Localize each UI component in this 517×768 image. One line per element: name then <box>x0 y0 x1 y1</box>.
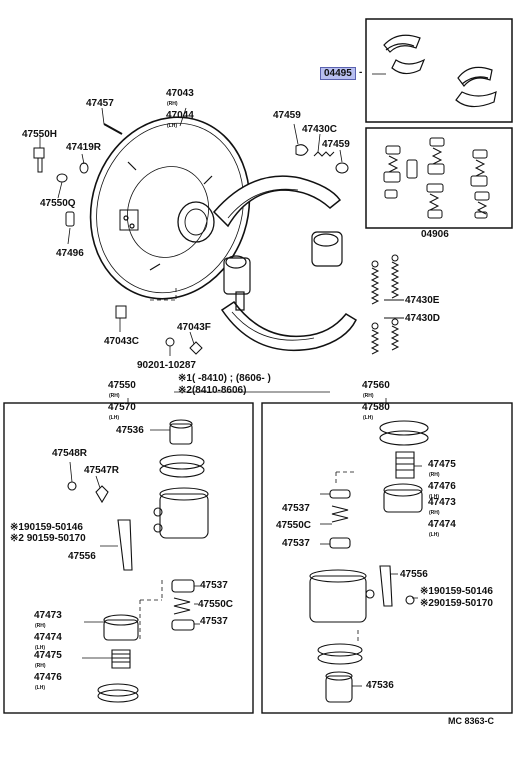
part-47556-b[interactable]: 47556 <box>400 569 428 580</box>
part-90201-10287[interactable]: 90201-10287 <box>137 360 196 371</box>
part-47560-47580[interactable]: 47560 (RH) 47580 (LH) <box>362 380 390 424</box>
part-47473-text: 47473 <box>34 610 62 621</box>
part-47473-47474-b[interactable]: 47473 (RH) 47474 (LH) <box>428 497 456 541</box>
part-47550-text: 47550 <box>108 380 136 391</box>
part-47537-d[interactable]: 47537 <box>282 538 310 549</box>
part-90159-50170-a[interactable]: ※2 90159-50170 <box>10 533 86 544</box>
part-90159-50170-b[interactable]: ※290159-50170 <box>420 598 493 609</box>
part-90159-50146-a[interactable]: ※190159-50146 <box>10 522 83 533</box>
part-47475-47476-b[interactable]: 47475 (RH) 47476 (LH) <box>428 459 456 503</box>
note-1: ※1( -8410) ; (8606- ) <box>178 373 271 384</box>
part-47537-c[interactable]: 47537 <box>282 503 310 514</box>
part-47550C-b[interactable]: 47550C <box>276 520 312 531</box>
rh-tag: (RH) <box>167 101 178 107</box>
part-47536-a[interactable]: 47536 <box>116 425 144 436</box>
part-47459-b[interactable]: 47459 <box>322 139 350 150</box>
part-47536-b[interactable]: 47536 <box>366 680 394 691</box>
rh-tag: (RH) <box>35 663 46 669</box>
part-47043-47044[interactable]: 47043 (RH) 47044 (LH) <box>166 88 194 132</box>
upper-small-parts <box>33 123 349 355</box>
part-47473-text: 47473 <box>428 497 456 508</box>
part-47473-47474-a[interactable]: 47473 (RH) 47474 (LH) <box>34 610 62 654</box>
left-cylinder-box <box>3 402 254 714</box>
diagram-code: MC 8363-C <box>448 716 495 726</box>
part-47430E[interactable]: 47430E <box>405 295 440 306</box>
lh-tag: (LH) <box>35 645 45 651</box>
part-47475-47476-a[interactable]: 47475 (RH) 47476 (LH) <box>34 650 62 694</box>
right-cylinder-box <box>261 402 513 714</box>
part-47550Q[interactable]: 47550Q <box>40 198 76 209</box>
part-47570-text: 47570 <box>108 402 136 413</box>
part-47580-text: 47580 <box>362 402 390 413</box>
shoe-kit-dash: - <box>359 67 363 78</box>
left-cylinder-parts <box>67 419 209 703</box>
shoe-kit-box <box>365 18 513 123</box>
right-cylinder-parts <box>309 420 429 703</box>
cup-kit-label[interactable]: 04906 <box>421 229 449 240</box>
left-leaders <box>69 429 200 659</box>
lh-tag: (LH) <box>109 415 119 421</box>
part-47476-text: 47476 <box>428 481 456 492</box>
part-47475-text: 47475 <box>428 459 456 470</box>
return-springs <box>370 254 404 355</box>
part-47043F[interactable]: 47043F <box>177 322 211 333</box>
part-47547R[interactable]: 47547R <box>84 465 120 476</box>
part-47459-a[interactable]: 47459 <box>273 110 301 121</box>
lh-tag: (LH) <box>429 494 439 500</box>
lh-tag: (LH) <box>35 685 45 691</box>
lh-tag: (LH) <box>363 415 373 421</box>
part-47044-text: 47044 <box>166 110 194 121</box>
rh-tag: (RH) <box>109 393 120 399</box>
rh-tag: (RH) <box>363 393 374 399</box>
part-47474-text: 47474 <box>34 632 62 643</box>
part-47550C-a[interactable]: 47550C <box>198 599 234 610</box>
part-47496[interactable]: 47496 <box>56 248 84 259</box>
part-47043-text: 47043 <box>166 88 194 99</box>
part-47475-text: 47475 <box>34 650 62 661</box>
backing-plate <box>89 116 251 300</box>
cup-kit-box <box>365 127 513 229</box>
part-47457[interactable]: 47457 <box>86 98 114 109</box>
lh-tag: (LH) <box>167 123 177 129</box>
upper-leaders <box>39 73 404 356</box>
part-47560-text: 47560 <box>362 380 390 391</box>
note-2: ※2(8410-8606) <box>178 385 247 396</box>
lh-tag: (LH) <box>429 532 439 538</box>
brake-shoes <box>212 175 357 352</box>
part-90159-50146-b[interactable]: ※190159-50146 <box>420 586 493 597</box>
part-47556-a[interactable]: 47556 <box>68 551 96 562</box>
right-leaders <box>320 465 422 687</box>
part-47043C[interactable]: 47043C <box>104 336 140 347</box>
rh-tag: (RH) <box>35 623 46 629</box>
rh-tag: (RH) <box>429 510 440 516</box>
part-47550-47570[interactable]: 47550 (RH) 47570 (LH) <box>108 380 136 424</box>
part-47430D[interactable]: 47430D <box>405 313 441 324</box>
part-47430C[interactable]: 47430C <box>302 124 338 135</box>
part-47419R[interactable]: 47419R <box>66 142 102 153</box>
rh-tag: (RH) <box>429 472 440 478</box>
part-47476-text: 47476 <box>34 672 62 683</box>
part-47550H[interactable]: 47550H <box>22 129 58 140</box>
part-47537-a[interactable]: 47537 <box>200 580 228 591</box>
part-47474-text: 47474 <box>428 519 456 530</box>
part-47537-b[interactable]: 47537 <box>200 616 228 627</box>
wheel-cylinder-center <box>223 231 343 311</box>
part-47548R[interactable]: 47548R <box>52 448 88 459</box>
shoe-kit-label[interactable]: 04495 <box>320 67 356 80</box>
